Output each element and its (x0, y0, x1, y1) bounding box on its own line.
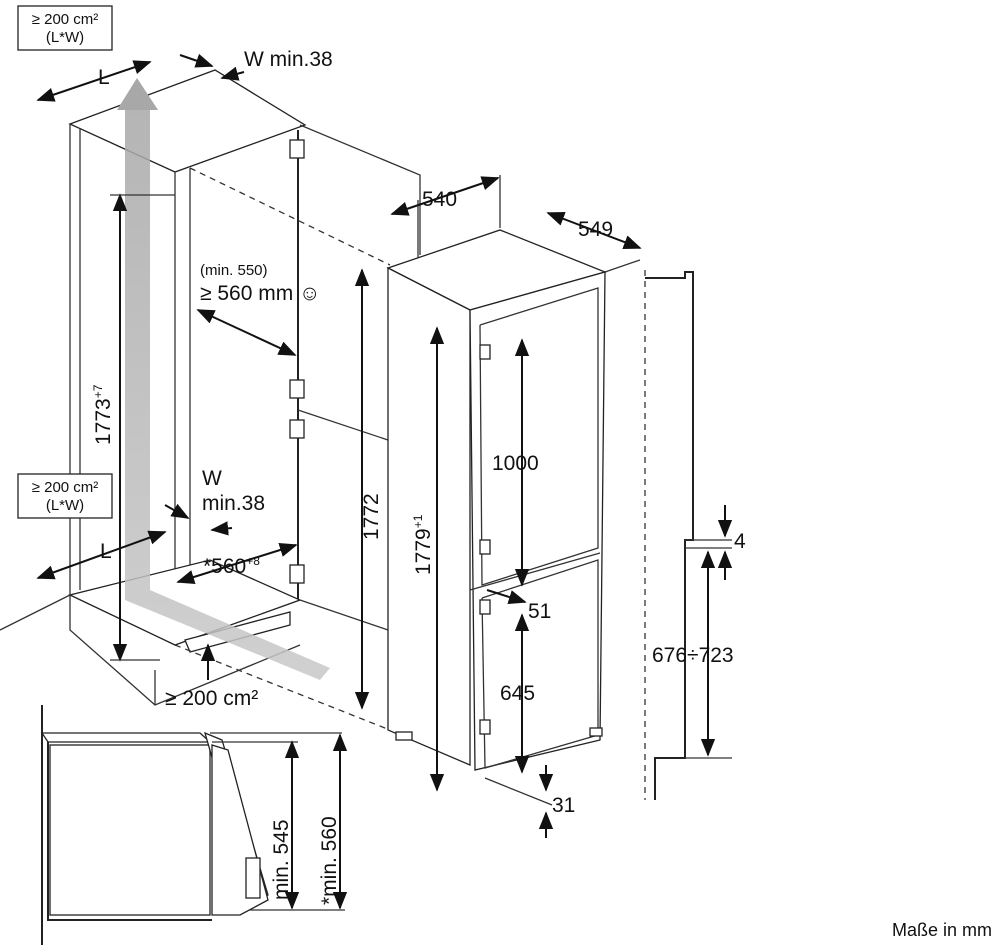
svg-text:(L*W): (L*W) (46, 497, 84, 514)
d31-label: 31 (552, 794, 575, 817)
h676-723-label: 676÷723 (652, 644, 734, 667)
w560-label: *560+8 (203, 554, 260, 578)
min560-label: *min. 560 (318, 816, 341, 905)
svg-text:1772: 1772 (360, 493, 383, 540)
h1779-label: 1779+1 (411, 514, 435, 575)
h645-label: 645 (500, 682, 535, 705)
svg-text:≥ 200 cm²: ≥ 200 cm² (32, 11, 99, 28)
door-profile (644, 270, 732, 800)
vent-bottom-label: ≥ 200 cm² (165, 687, 258, 710)
svg-text:1773+7: 1773+7 (91, 384, 115, 445)
depth-min550-label: (min. 550) (200, 262, 268, 279)
d549-label: 549 (578, 218, 613, 241)
L-mid-label: L (100, 540, 112, 563)
w-mid-w-label: W (202, 467, 222, 490)
cross-section (40, 705, 345, 945)
vent-mid-label: ≥ 200 cm² (L*W) (17, 473, 113, 519)
svg-text:min. 545: min. 545 (270, 819, 293, 900)
svg-text:1779+1: 1779+1 (411, 514, 435, 575)
svg-text:*min. 560: *min. 560 (318, 816, 341, 905)
L-top-label: L (98, 66, 110, 89)
h1000-label: 1000 (492, 452, 539, 475)
w-mid-min-label: min.38 (202, 492, 265, 515)
d51-label: 51 (528, 600, 551, 623)
vent-top-label: ≥ 200 cm² (L*W) (17, 5, 113, 51)
depth-560-label: ≥ 560 mm ☺ (200, 282, 321, 305)
d4-label: 4 (734, 530, 746, 553)
min545-label: min. 545 (270, 819, 293, 900)
h1772-label: 1772 (360, 493, 383, 540)
svg-text:(L*W): (L*W) (46, 29, 84, 46)
w-min-top-label: W min.38 (244, 48, 333, 71)
units-caption: Maße in mm (891, 920, 992, 940)
w540-label: 540 (422, 188, 457, 211)
h1773-label: 1773+7 (91, 384, 115, 445)
appliance (386, 229, 608, 771)
svg-text:≥ 200 cm²: ≥ 200 cm² (32, 479, 99, 496)
